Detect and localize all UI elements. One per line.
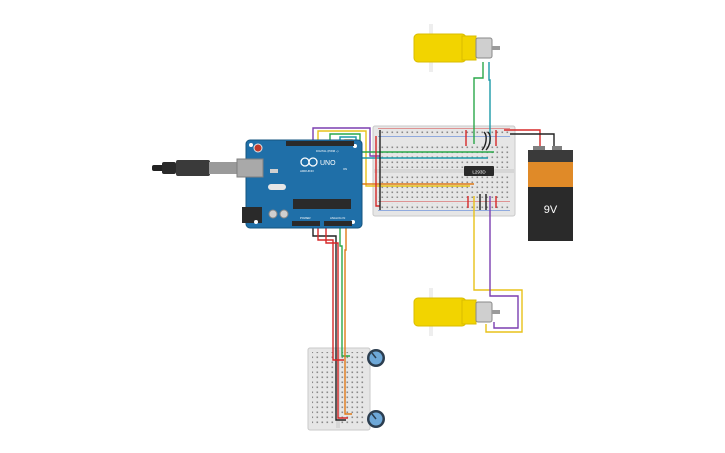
wire-teal-top — [339, 136, 488, 159]
wire-yellow-motor-bottom — [473, 196, 523, 333]
arduino-on-label: ON — [343, 167, 347, 171]
battery-9v[interactable]: 9V — [528, 146, 573, 241]
arduino-power-label: POWER — [300, 216, 311, 220]
motor-top[interactable] — [413, 24, 500, 72]
arduino-analog-label: ANALOG IN — [330, 216, 345, 220]
pot-bottom[interactable] — [367, 410, 385, 428]
wire-red-rail — [375, 136, 380, 207]
wire-black-pot-1 — [312, 228, 346, 421]
arduino-model-label: UNO — [320, 160, 336, 167]
wire-purple-top — [312, 127, 380, 157]
wire-red-battery — [504, 129, 541, 150]
wire-black-battery — [510, 133, 555, 150]
wire-black-jumper-1 — [481, 131, 487, 151]
arduino-digital-label: DIGITAL (PWM ~) — [316, 149, 339, 153]
wire-red-pot-2 — [325, 228, 348, 419]
wire-black-jumper-2 — [485, 131, 491, 151]
battery-label: 9V — [544, 204, 558, 216]
wire-red-pot-1 — [317, 228, 344, 361]
wire-green-motor-top — [473, 62, 484, 144]
wire-teal-motor-top — [488, 62, 491, 144]
wire-green-top — [329, 133, 494, 153]
wire-yellow-top — [317, 130, 470, 187]
motor-bottom[interactable] — [413, 288, 500, 336]
driver-chip[interactable]: L293D — [464, 166, 494, 176]
arduino-logo-icon — [300, 157, 318, 167]
wire-purple-motor-bottom — [489, 196, 519, 329]
pot-top[interactable] — [367, 349, 385, 367]
arduino-board[interactable]: UNO ARDUINO DIGITAL (PWM ~) POWER ANALOG… — [236, 139, 363, 229]
usb-cable — [152, 160, 237, 176]
arduino-brand-label: ARDUINO — [300, 169, 315, 173]
wire-orange-pot — [344, 228, 352, 415]
wires — [312, 62, 555, 421]
driver-chip-label: L293D — [472, 169, 486, 174]
